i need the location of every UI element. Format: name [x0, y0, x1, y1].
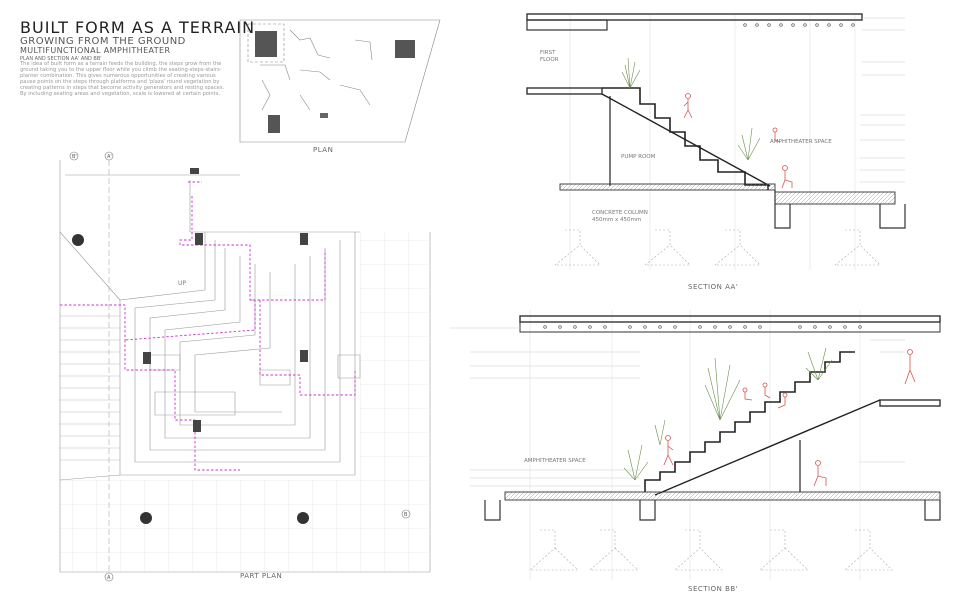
- marker-a: A: [107, 575, 111, 581]
- page-subtitle-2: MULTIFUNCTIONAL AMPHITHEATER: [20, 46, 171, 55]
- first-floor-label-1: FIRST: [540, 50, 556, 56]
- section-aa-caption: SECTION AA': [688, 283, 739, 291]
- section-bb: AMPHITHEATER SPACE: [450, 310, 941, 580]
- concrete-column-label-2: 450mm x 450mm: [592, 217, 641, 223]
- amphitheater-label-bb: AMPHITHEATER SPACE: [524, 458, 586, 464]
- part-plan-caption: PART PLAN: [240, 572, 283, 580]
- part-plan: UP B' A' A B: [59, 151, 431, 582]
- plan-caption: PLAN: [313, 146, 334, 154]
- pump-room-label: PUMP ROOM: [621, 154, 656, 160]
- marker-a-prime: A': [107, 154, 112, 160]
- page-subtitle-3: PLAN AND SECTION AA' AND BB': [20, 56, 102, 62]
- marker-b-prime: B': [72, 154, 77, 160]
- concrete-column-label-1: CONCRETE COLUMN: [592, 210, 648, 216]
- key-plan: [239, 19, 441, 143]
- section-aa: FIRST FLOOR PUMP ROOM AMPHITHEATER SPACE…: [526, 13, 906, 270]
- up-label: UP: [178, 280, 186, 287]
- page-title: BUILT FORM AS A TERRAIN: [20, 18, 256, 37]
- marker-b: B: [404, 512, 408, 518]
- first-floor-label-2: FLOOR: [540, 57, 559, 63]
- page-subtitle: GROWING FROM THE GROUND: [20, 36, 186, 47]
- amphitheater-label-aa: AMPHITHEATER SPACE: [770, 139, 832, 145]
- description-text: The idea of built form as a terrain feed…: [20, 61, 225, 97]
- dashed-route: [60, 196, 356, 471]
- section-bb-caption: SECTION BB': [688, 585, 739, 593]
